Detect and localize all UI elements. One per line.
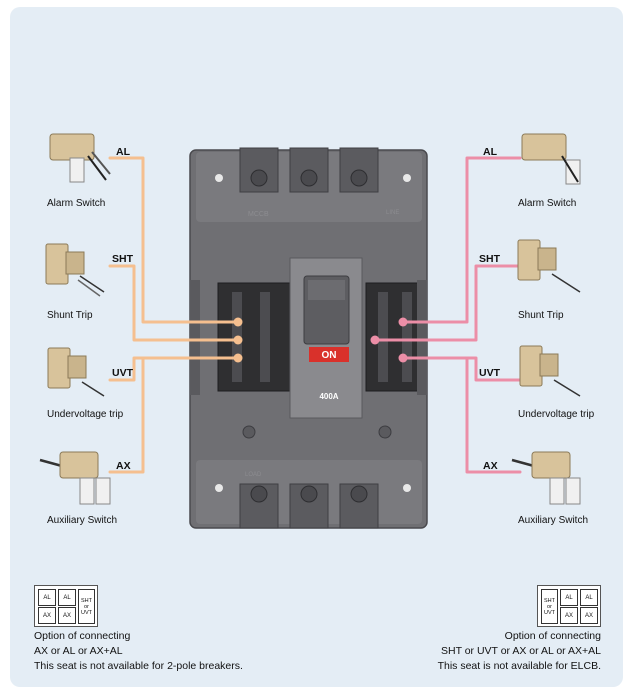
left-undervoltage-trip-image: [47, 347, 105, 397]
left-alarm-switch-image: [49, 133, 111, 183]
right-wire-al: [401, 156, 522, 324]
left-seat-note: Option of connecting AX or AL or AX+AL T…: [34, 629, 243, 674]
right-node-1: [398, 317, 408, 327]
left-name-shunt: Shunt Trip: [47, 310, 93, 321]
left-code-sht: SHT: [112, 253, 134, 265]
left-seat-cell-al-2: AL: [58, 589, 76, 606]
top-terminals: [215, 147, 411, 193]
right-name-shunt: Shunt Trip: [518, 310, 564, 321]
right-name-uvt: Undervoltage trip: [518, 409, 595, 420]
right-code-ax: AX: [483, 460, 498, 472]
right-wire-ax: [465, 356, 522, 474]
left-seat-cell-al-1: AL: [38, 589, 56, 606]
left-code-ax: AX: [116, 460, 131, 472]
left-note-line-3: This seat is not available for 2-pole br…: [34, 660, 243, 672]
left-note-line-2: AX or AL or AX+AL: [34, 645, 123, 657]
left-seat-cell-ax-1: AX: [38, 607, 56, 624]
right-seat-note: Option of connecting SHT or UVT or AX or…: [438, 629, 601, 674]
left-code-al: AL: [116, 146, 131, 158]
left-name-alarm: Alarm Switch: [47, 198, 105, 209]
left-seat-cell-ax-2: AX: [58, 607, 76, 624]
left-name-uvt: Undervoltage trip: [47, 409, 124, 420]
right-name-alarm: Alarm Switch: [518, 198, 576, 209]
left-accessory-seat: [217, 282, 293, 392]
right-seat-cell-al-2: AL: [580, 589, 598, 606]
right-shunt-trip-image: [517, 239, 581, 293]
left-auxiliary-switch-image: [39, 451, 111, 505]
left-wire-sht: [108, 264, 240, 342]
right-wire-uvt: [401, 356, 522, 382]
right-name-aux: Auxiliary Switch: [518, 515, 588, 526]
left-name-aux: Auxiliary Switch: [47, 515, 117, 526]
bottom-terminals: [215, 483, 411, 529]
right-note-line-1: Option of connecting: [504, 630, 601, 642]
breaker: MCCB LINE ON 400A: [189, 147, 428, 529]
right-seat-cell-ax-1: AX: [560, 607, 578, 624]
left-shunt-trip-image: [45, 243, 105, 297]
left-wire-uvt: [108, 356, 240, 382]
right-note-line-3: This seat is not available for ELCB.: [437, 660, 601, 672]
on-label: ON: [322, 350, 337, 361]
left-accessory-images: [39, 133, 111, 505]
right-code-uvt: UVT: [479, 367, 501, 379]
right-accessory-images: [511, 133, 581, 505]
rating-label: 400A: [319, 392, 338, 401]
left-code-uvt: UVT: [112, 367, 134, 379]
right-wiring: [373, 156, 522, 474]
on-button[interactable]: [309, 347, 349, 362]
mccb-mark: MCCB: [248, 211, 269, 218]
left-node-1: [233, 317, 243, 327]
right-undervoltage-trip-image: [519, 345, 581, 397]
right-node-3: [398, 353, 408, 363]
load-mark: LOAD: [245, 472, 262, 478]
right-note-line-2: SHT or UVT or AX or AL or AX+AL: [440, 645, 601, 657]
left-labels: AL Alarm Switch SHT Shunt Trip UVT Under…: [47, 146, 134, 526]
right-code-al: AL: [483, 146, 498, 158]
right-auxiliary-switch-image: [511, 451, 581, 505]
line-mark: LINE: [386, 210, 399, 216]
left-node-2: [233, 335, 243, 345]
right-wire-sht: [373, 264, 522, 342]
right-code-sht: SHT: [479, 253, 501, 265]
left-node-3: [233, 353, 243, 363]
left-wire-ax: [108, 356, 145, 474]
right-alarm-switch-image: [521, 133, 581, 185]
right-seat-cell-ax-2: AX: [580, 607, 598, 624]
right-node-2: [370, 335, 380, 345]
right-labels: AL Alarm Switch SHT Shunt Trip UVT Under…: [479, 146, 595, 526]
right-seat-cell-al-1: AL: [560, 589, 578, 606]
left-note-line-1: Option of connecting: [34, 630, 131, 642]
left-wire-al: [108, 156, 240, 324]
left-wiring: [108, 156, 240, 474]
